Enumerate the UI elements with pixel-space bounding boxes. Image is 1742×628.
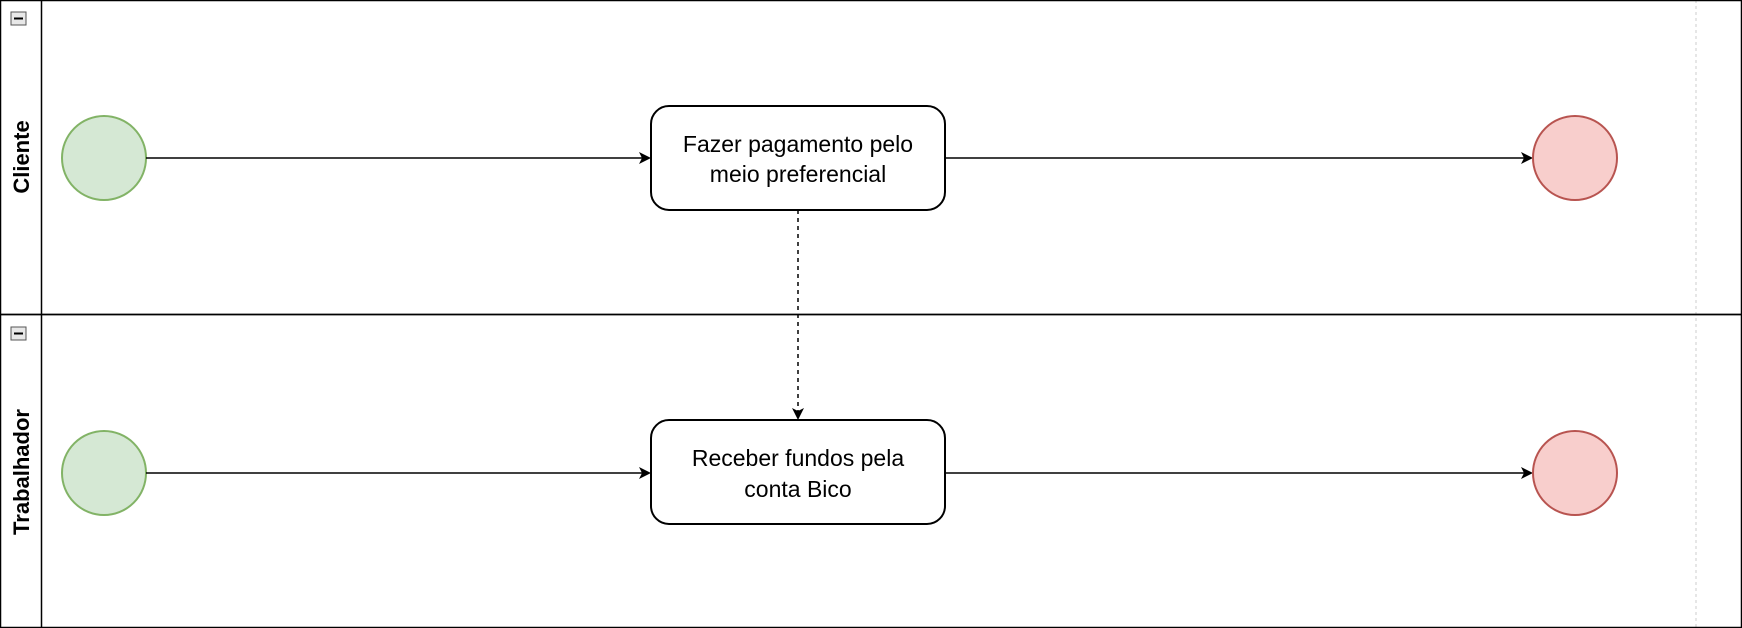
task-fazer-pagamento[interactable]: Fazer pagamento pelo meio preferencial [650,105,946,211]
task-receber-fundos[interactable]: Receber fundos pela conta Bico [650,419,946,525]
start-event-cliente[interactable] [61,115,147,201]
task-fazer-pagamento-line-2: meio preferencial [710,161,886,187]
task-receber-fundos-box [650,419,946,525]
lane-label-trabalhador: Trabalhador [9,409,34,535]
lane-label-cliente: Cliente [9,120,34,193]
task-fazer-pagamento-box [650,105,946,211]
end-event-trabalhador[interactable] [1532,430,1618,516]
lane-trabalhador-collapse-button[interactable] [10,326,27,341]
task-fazer-pagamento-line-1: Fazer pagamento pelo [683,131,913,157]
task-receber-fundos-line-1: Receber fundos pela [692,445,904,471]
lane-trabalhador[interactable]: Trabalhador Receber fundos pela conta Bi… [0,313,1742,628]
lane-cliente-collapse-button[interactable] [10,11,27,26]
lane-cliente[interactable]: Cliente Fazer pagamento pelo meio prefer… [0,0,1742,316]
task-receber-fundos-line-2: conta Bico [744,476,851,502]
start-event-trabalhador[interactable] [61,430,147,516]
end-event-cliente[interactable] [1532,115,1618,201]
